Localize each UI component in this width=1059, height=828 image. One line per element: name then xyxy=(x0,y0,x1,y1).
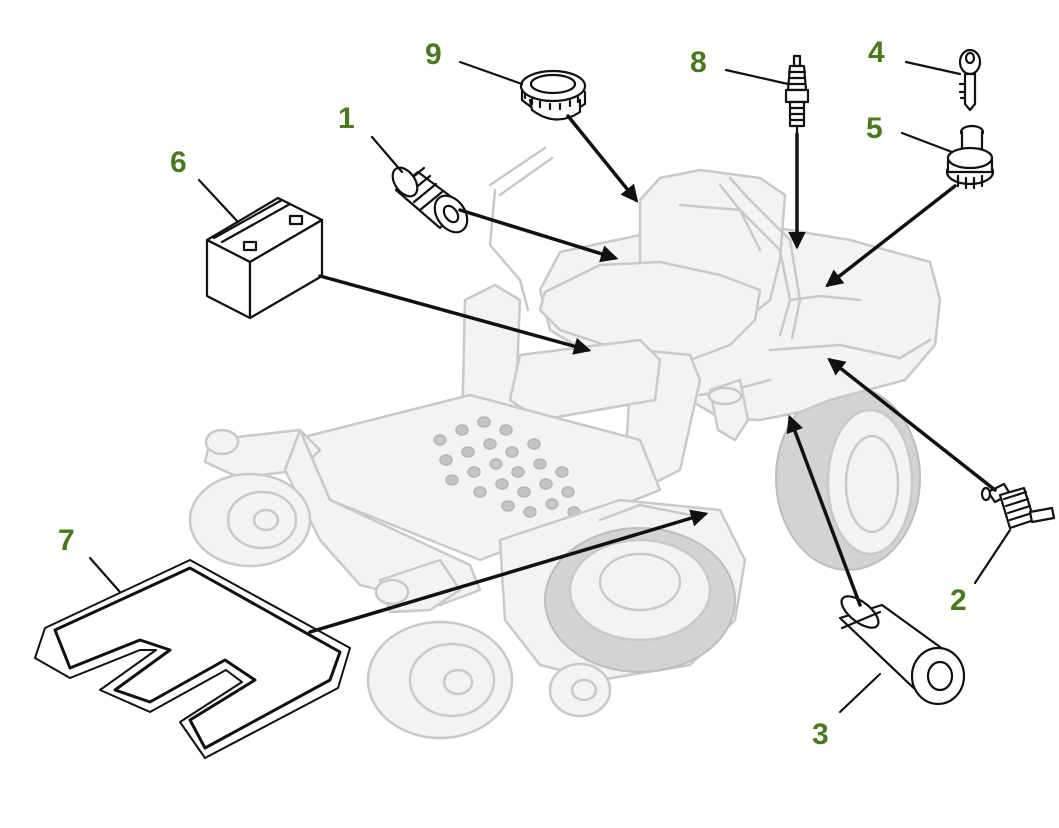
callout-9: 9 xyxy=(425,38,442,71)
front-axle xyxy=(203,428,482,614)
fuel-filter xyxy=(980,482,1056,530)
oil-filter xyxy=(391,166,469,234)
callout-4: 4 xyxy=(868,36,885,69)
air-filter xyxy=(838,595,966,706)
deck-belt xyxy=(34,559,351,759)
callout-8: 8 xyxy=(690,46,707,79)
mower-illustration xyxy=(188,146,942,740)
frame xyxy=(460,283,702,487)
leader-lines xyxy=(88,60,1012,714)
mower-deck xyxy=(498,498,747,718)
callout-2: 2 xyxy=(950,584,967,617)
ignition-key xyxy=(958,48,982,112)
footplate-holes xyxy=(433,416,581,518)
callout-6: 6 xyxy=(170,146,187,179)
engine-area xyxy=(707,378,750,442)
seat xyxy=(538,168,787,362)
spark-plug xyxy=(784,54,810,136)
callout-1: 1 xyxy=(338,102,355,135)
fuel-cap xyxy=(519,69,587,121)
callout-labels: 1 2 3 4 5 6 7 8 9 xyxy=(58,36,967,751)
callout-7: 7 xyxy=(58,524,75,557)
ignition-switch xyxy=(945,124,995,190)
callout-5: 5 xyxy=(866,112,883,145)
battery xyxy=(205,196,324,320)
caster-wheel-rear xyxy=(188,472,312,568)
callout-3: 3 xyxy=(812,718,829,751)
pointer-arrows xyxy=(308,114,997,634)
caster-wheel-front xyxy=(366,620,514,740)
rear-tire-right xyxy=(775,385,921,571)
